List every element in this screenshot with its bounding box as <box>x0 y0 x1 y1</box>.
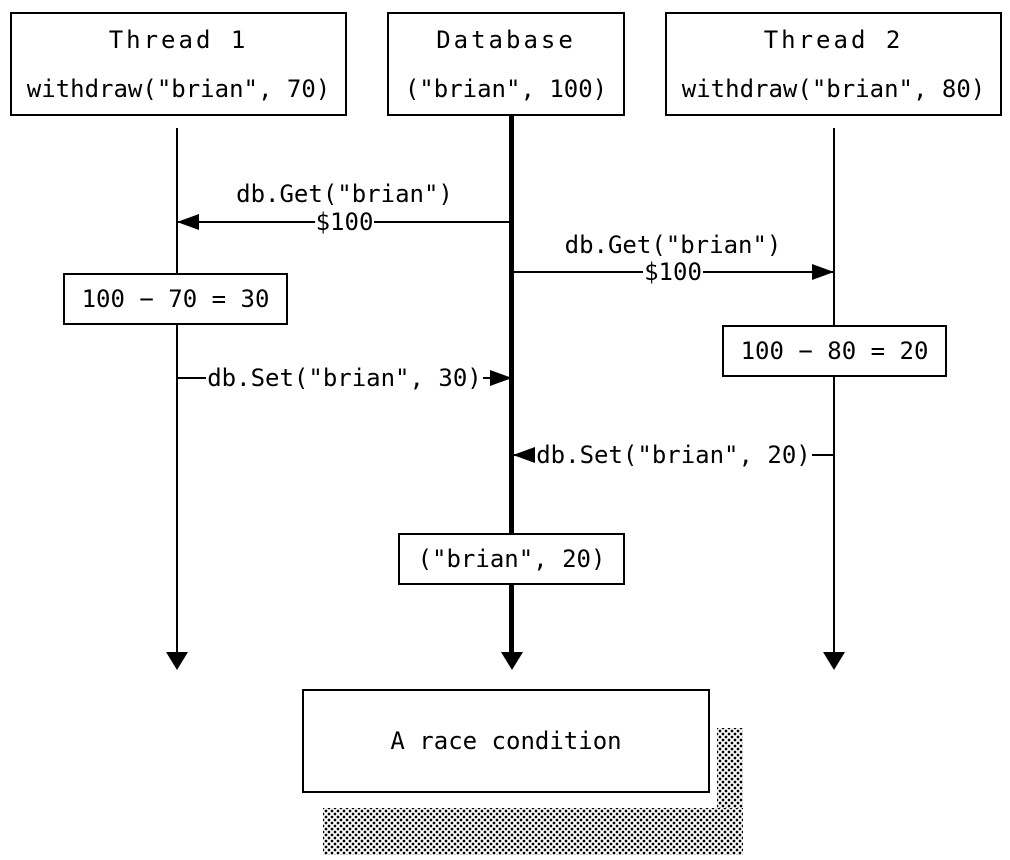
database-title: Database <box>436 26 576 54</box>
arrowhead-right-icon <box>490 370 512 386</box>
thread2-title: Thread 2 <box>763 26 904 54</box>
thread1-title: Thread 1 <box>108 26 249 54</box>
set1-label: db.Set("brian", 30) <box>206 364 483 392</box>
thread1-lifeline-arrowhead-icon <box>166 652 188 670</box>
database-box: Database ("brian", 100) <box>387 12 625 116</box>
thread1-calc-box: 100 − 70 = 30 <box>63 273 288 325</box>
database-result-text: ("brian", 20) <box>417 545 606 573</box>
get1-result: $100 <box>314 208 375 236</box>
database-lifeline-arrowhead-icon <box>501 652 523 670</box>
thread2-lifeline-arrowhead-icon <box>823 652 845 670</box>
caption-shadow-right <box>717 728 743 855</box>
arrowhead-left-icon <box>513 447 535 463</box>
thread2-calc-text: 100 − 80 = 20 <box>740 337 929 365</box>
thread2-box: Thread 2 withdraw("brian", 80) <box>665 12 1002 116</box>
arrowhead-left-icon <box>177 214 199 230</box>
database-result-box: ("brian", 20) <box>398 533 625 585</box>
caption-box: A race condition <box>302 689 710 793</box>
thread1-box: Thread 1 withdraw("brian", 70) <box>10 12 347 116</box>
get1-label: db.Get("brian") <box>236 180 453 208</box>
thread2-call: withdraw("brian", 80) <box>681 75 986 103</box>
arrowhead-right-icon <box>812 264 834 280</box>
set1-arrow: db.Set("brian", 30) <box>177 362 512 394</box>
set2-arrow: db.Set("brian", 20) <box>513 439 834 471</box>
get2-result: $100 <box>643 258 703 286</box>
database-initial-state: ("brian", 100) <box>404 75 608 103</box>
caption-shadow-bottom <box>323 808 743 855</box>
get1-arrow: $100 <box>177 206 512 238</box>
get2-label: db.Get("brian") <box>564 231 782 259</box>
thread1-lifeline <box>176 128 178 652</box>
thread2-calc-box: 100 − 80 = 20 <box>722 325 947 377</box>
thread1-call: withdraw("brian", 70) <box>26 75 331 103</box>
get2-arrow: $100 <box>512 256 834 288</box>
caption-text: A race condition <box>390 727 622 755</box>
thread1-calc-text: 100 − 70 = 30 <box>81 285 270 313</box>
thread2-lifeline <box>833 128 835 652</box>
set2-label: db.Set("brian", 20) <box>535 441 812 469</box>
